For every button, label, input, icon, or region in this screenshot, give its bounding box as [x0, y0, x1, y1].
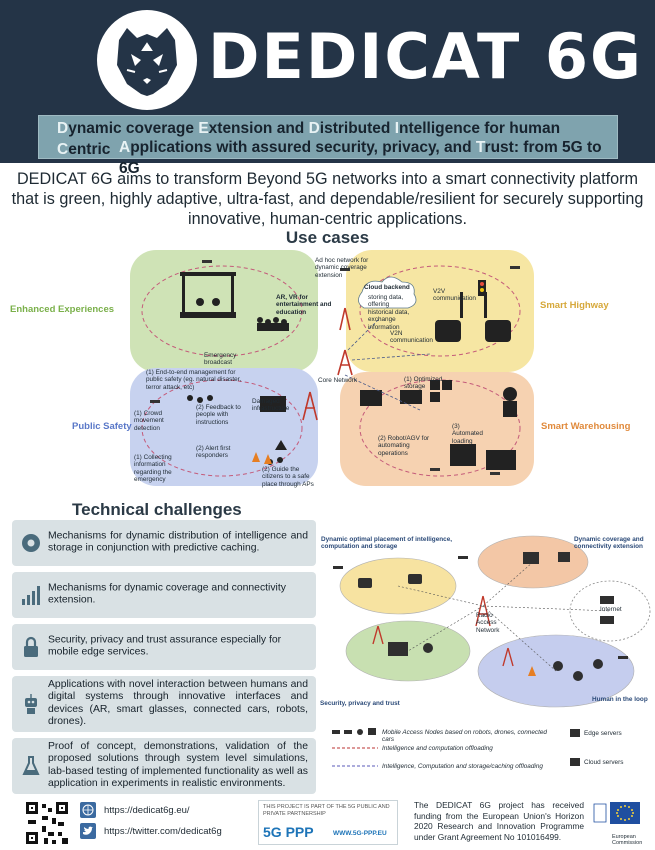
subtitle-line-2: Applications with assured security, priv…	[119, 137, 617, 179]
ppp-logo: 5G PPP	[263, 824, 314, 840]
label-internet: Internet	[600, 606, 622, 613]
tiger-logo	[97, 10, 197, 110]
challenge-text: Security, privacy and trust assurance es…	[48, 634, 282, 658]
subtitle-segment: ynamic coverage	[68, 120, 199, 137]
globe-icon	[80, 802, 96, 818]
use-cases-illustrations	[141, 260, 521, 477]
ppp-url: WWW.5G-PPP.EU	[333, 830, 387, 837]
legend-intelligence: Intelligence and computation offloading	[382, 745, 493, 752]
note-robot: (2) Robot/AGV for automating operations	[378, 435, 430, 457]
challenge-card: Proof of concept, demonstrations, valida…	[12, 738, 316, 794]
note-optimized: (1) Optimized storage	[404, 376, 443, 391]
challenge-card: Mechanisms for dynamic distribution of i…	[12, 520, 316, 566]
note-crowd: (1) Crowd movement detection	[134, 410, 164, 432]
5gppp-badge: THIS PROJECT IS PART OF THE 5G PUBLIC AN…	[258, 800, 398, 845]
note-alert: (2) Alert first responders	[196, 445, 231, 460]
note-adhoc: Ad hoc network for dynamic coverage exte…	[315, 257, 369, 279]
label-smart-warehousing: Smart Warehousing	[541, 421, 631, 432]
ppp-text: THIS PROJECT IS PART OF THE 5G PUBLIC AN…	[263, 804, 390, 817]
note-feedback: (2) Feedback to people with instructions	[196, 404, 241, 426]
subtitle-segment: rust: from 5G to 6G	[119, 139, 602, 177]
architecture-illustration	[332, 535, 651, 767]
subtitle-segment: xtension and	[208, 120, 309, 137]
legend-ics: Intelligence, Computation and storage/ca…	[382, 763, 543, 770]
subtitle-segment: entric	[68, 141, 111, 158]
use-cases-title: Use cases	[285, 228, 370, 247]
subtitle-segment: D	[308, 120, 320, 137]
twitter-icon	[80, 823, 96, 839]
brain-gear-icon	[22, 534, 40, 552]
eu-flag-icon	[592, 800, 642, 834]
legend-cloud: Cloud servers	[584, 759, 624, 766]
note-ar: AR, VR for entertainment and education	[276, 294, 332, 316]
subtitle-segment: pplications with assured security, priva…	[130, 139, 476, 156]
challenge-text: Mechanisms for dynamic distribution of i…	[48, 530, 308, 554]
subtitle-box: Dynamic coverage Extension and Distribut…	[38, 115, 618, 177]
challenge-text: Proof of concept, demonstrations, valida…	[48, 741, 308, 790]
website-link[interactable]: https://dedicat6g.eu/	[104, 805, 190, 816]
label-security: Security, privacy and trust	[320, 700, 400, 707]
label-dynamic-coverage: Dynamic coverage and connectivity extens…	[574, 536, 644, 551]
brand-title: DEDICAT 6G	[208, 20, 643, 93]
label-enhanced-experiences: Enhanced Experiences	[10, 304, 115, 315]
note-collecting: (1) Collecting information regarding the…	[134, 454, 172, 484]
subtitle-segment: C	[57, 141, 69, 158]
challenge-text: Applications with novel interaction betw…	[48, 679, 308, 728]
twitter-link[interactable]: https://twitter.com/dedicat6g	[104, 826, 222, 837]
label-smart-highway: Smart Highway	[540, 300, 609, 311]
subtitle-line-1: Dynamic coverage Extension and Distribut…	[57, 118, 617, 160]
legend-man: Mobile Access Nodes based on robots, dro…	[382, 729, 547, 744]
challenge-card: Applications with novel interaction betw…	[12, 676, 316, 732]
eu-flag: European Commission	[592, 800, 643, 846]
challenge-card: Security, privacy and trust assurance es…	[12, 624, 316, 670]
qr-code[interactable]	[24, 800, 70, 846]
subtitle-segment: T	[475, 139, 485, 156]
smart-highway-zone	[346, 250, 534, 372]
legend-edge: Edge servers	[584, 730, 622, 737]
subtitle-segment: ntelligence for human	[399, 120, 561, 137]
note-v2v: V2V communication	[433, 288, 476, 303]
signal-bars-icon	[22, 586, 40, 605]
tiger-logo-icon	[117, 28, 177, 96]
note-cloud-sub: storing data, offering historical data, …	[368, 294, 410, 331]
challenge-text: Mechanisms for dynamic coverage and conn…	[48, 582, 286, 606]
subtitle-segment: E	[198, 120, 209, 137]
lock-icon	[24, 636, 38, 657]
enhanced-experiences-zone	[130, 250, 318, 372]
label-human-loop: Human in the loop	[592, 696, 648, 703]
subtitle-segment: A	[119, 139, 131, 156]
flask-icon	[22, 756, 40, 775]
label-radio-access: Radio Access Network	[476, 612, 500, 634]
eu-funding-text: The DEDICAT 6G project has received fund…	[414, 800, 584, 842]
note-cloud: Cloud backend	[364, 284, 410, 291]
note-core: Core Network	[318, 377, 358, 384]
subtitle-segment: istributed	[319, 120, 395, 137]
architecture-diagram: Dynamic optimal placement of intelligenc…	[318, 526, 653, 791]
robot-icon	[25, 694, 37, 714]
public-safety-zone	[130, 368, 318, 486]
intro-text: DEDICAT 6G aims to transform Beyond 5G n…	[11, 170, 644, 228]
subtitle-segment: D	[57, 120, 69, 137]
label-public-safety: Public Safety	[72, 421, 132, 432]
note-damaged: Damaged infrastructure	[252, 398, 290, 413]
subtitle-segment: I	[394, 120, 399, 137]
note-loading: (3) Automated loading	[452, 423, 483, 445]
note-e2e: (1) End-to-end management for public saf…	[146, 369, 242, 391]
challenge-card: Mechanisms for dynamic coverage and conn…	[12, 572, 316, 618]
eu-commission-label: European Commission	[612, 834, 643, 846]
technical-challenges-title: Technical challenges	[72, 500, 242, 519]
note-emergency: Emergency broadcast	[204, 352, 237, 367]
note-guide: (2) Guide the citizens to a safe place t…	[262, 466, 314, 488]
note-v2n: V2N communication	[390, 330, 433, 345]
header-banner: DEDICAT 6G Dynamic coverage Extension an…	[0, 0, 655, 177]
label-dynamic-placement: Dynamic optimal placement of intelligenc…	[321, 536, 453, 551]
